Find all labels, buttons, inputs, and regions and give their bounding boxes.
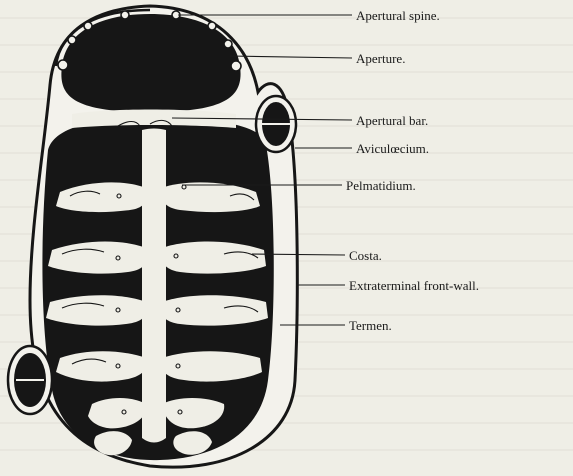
label-termen: Termen.: [349, 318, 392, 333]
label-apertural-spine: Apertural spine.: [356, 8, 440, 23]
costa: [56, 351, 147, 381]
spine: [231, 61, 241, 71]
costa: [161, 295, 268, 325]
spine: [58, 60, 68, 70]
median-strip: [142, 129, 166, 443]
costa: [46, 295, 147, 325]
spine: [224, 40, 232, 48]
label-extraterminal-front-wall: Extraterminal front-wall.: [349, 278, 479, 293]
label-pelmatidium: Pelmatidium.: [346, 178, 416, 193]
label-aperture: Aperture.: [356, 51, 405, 66]
spine: [121, 11, 129, 19]
spine: [208, 22, 216, 30]
spine: [68, 36, 76, 44]
avicularium-lower: [8, 346, 52, 414]
label-aviculoecium: Aviculœcium.: [356, 141, 429, 156]
label-costa: Costa.: [349, 248, 382, 263]
spine: [84, 22, 92, 30]
aviculoecium: [256, 96, 296, 152]
label-apertural-bar: Apertural bar.: [356, 113, 428, 128]
labels: Apertural spine. Aperture. Apertural bar…: [346, 8, 479, 333]
